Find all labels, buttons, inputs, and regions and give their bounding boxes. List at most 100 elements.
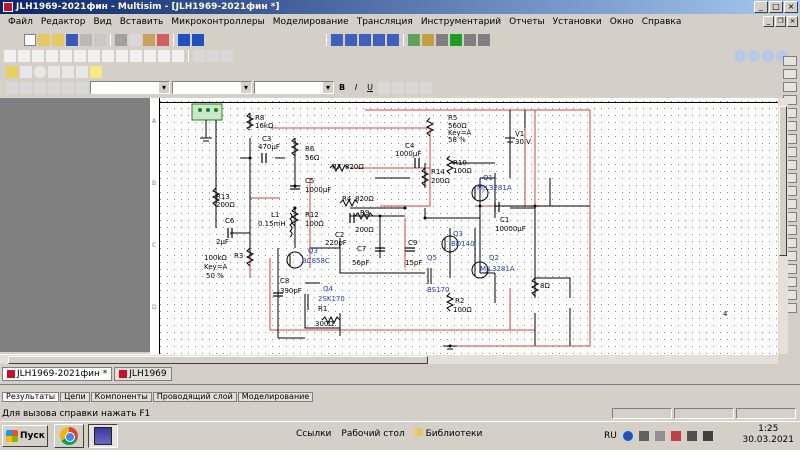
place-ttl-icon[interactable] <box>74 49 86 62</box>
tab-simulation[interactable]: Моделирование <box>237 392 314 402</box>
place-cmos-icon[interactable] <box>88 49 100 62</box>
menu-help[interactable]: Справка <box>641 17 682 27</box>
breadboard-icon[interactable] <box>373 33 385 46</box>
network-icon[interactable] <box>638 431 649 441</box>
tab-jlh1969-2021fin[interactable]: JLH1969-2021фин * <box>2 367 113 381</box>
grapher-icon[interactable] <box>331 33 343 46</box>
v1-battery-symbol[interactable] <box>505 137 515 143</box>
multisim-app-icon[interactable] <box>3 2 13 12</box>
capture-icon[interactable] <box>387 33 399 46</box>
menu-options[interactable]: Установки <box>552 17 602 27</box>
wattmeter-icon[interactable] <box>783 82 797 92</box>
multimeter-icon[interactable] <box>783 56 797 66</box>
format-icon-3[interactable] <box>34 81 46 94</box>
vertical-scrollbar[interactable] <box>778 98 788 354</box>
maximize-button[interactable]: □ <box>769 1 783 13</box>
menu-file[interactable]: Файл <box>8 17 33 27</box>
place-source-icon[interactable] <box>4 49 16 62</box>
tab-results[interactable]: Результаты <box>2 392 60 402</box>
delete-icon[interactable] <box>157 33 169 46</box>
menu-simulate[interactable]: Моделирование <box>272 17 349 27</box>
place-analog-icon[interactable] <box>60 49 72 62</box>
ellipse-tool-icon[interactable] <box>34 65 46 78</box>
menu-edit[interactable]: Редактор <box>40 17 86 27</box>
transistors[interactable] <box>286 184 489 310</box>
desktop-toolbar[interactable]: Рабочий стол <box>341 428 405 439</box>
l1-symbol[interactable] <box>289 212 293 238</box>
electrical-rules-icon[interactable] <box>359 33 371 46</box>
tab-components[interactable]: Компоненты <box>90 392 152 402</box>
line-tool-icon[interactable] <box>20 65 32 78</box>
language-indicator[interactable]: RU <box>604 431 617 441</box>
rectangle-tool-icon[interactable] <box>48 65 60 78</box>
wifi-icon[interactable] <box>702 431 713 441</box>
taskbar-multisim[interactable] <box>88 424 118 448</box>
security-icon[interactable] <box>670 431 681 441</box>
underline-icon[interactable]: U <box>367 82 373 92</box>
place-misc-icon[interactable] <box>144 49 156 62</box>
cut-icon[interactable] <box>115 33 127 46</box>
place-rf-icon[interactable] <box>158 49 170 62</box>
open-folder-icon[interactable] <box>38 33 50 46</box>
place-bus-icon[interactable] <box>207 49 219 62</box>
function-generator-icon[interactable] <box>783 69 797 79</box>
place-power-icon[interactable] <box>130 49 142 62</box>
mdi-minimize-button[interactable]: _ <box>763 16 774 27</box>
place-basic-icon[interactable] <box>18 49 30 62</box>
links-toolbar[interactable]: Ссылки <box>296 428 332 439</box>
new-file-icon[interactable] <box>24 33 36 46</box>
menu-window[interactable]: Окно <box>609 17 634 27</box>
layer-combo[interactable] <box>90 81 170 94</box>
tab-jlh1969[interactable]: JLH1969 <box>114 367 172 381</box>
minimize-button[interactable]: _ <box>754 1 768 13</box>
format-icon-6[interactable] <box>76 81 88 94</box>
place-hb-icon[interactable] <box>221 49 233 62</box>
menu-mcu[interactable]: Микроконтроллеры <box>171 17 265 27</box>
pause-simulation-icon[interactable] <box>464 33 476 46</box>
format-icon-5[interactable] <box>62 81 74 94</box>
component-wizard-icon[interactable] <box>408 33 420 46</box>
align-right-icon[interactable] <box>406 81 418 94</box>
taskbar-clock[interactable]: 1:25 30.03.2021 <box>742 424 794 446</box>
libraries-toolbar[interactable]: Библиотеки <box>414 428 482 439</box>
netlist-icon[interactable] <box>436 33 448 46</box>
tab-copper-layer[interactable]: Проводящий слой <box>152 392 237 402</box>
zoom-area-icon[interactable] <box>762 49 774 62</box>
format-icon-2[interactable] <box>20 81 32 94</box>
polygon-tool-icon[interactable] <box>76 65 88 78</box>
help-icon[interactable] <box>622 431 633 441</box>
database-icon[interactable] <box>422 33 434 46</box>
place-mixed-icon[interactable] <box>102 49 114 62</box>
align-left-icon[interactable] <box>378 81 390 94</box>
place-transistor-icon[interactable] <box>46 49 58 62</box>
postprocessor-icon[interactable] <box>345 33 357 46</box>
horizontal-scrollbar[interactable] <box>0 354 778 364</box>
stop-simulation-icon[interactable] <box>478 33 490 46</box>
mdi-restore-button[interactable]: ❐ <box>775 16 786 27</box>
place-electromech-icon[interactable] <box>172 49 184 62</box>
format-icon-4[interactable] <box>48 81 60 94</box>
close-button[interactable]: × <box>784 1 798 13</box>
print-icon[interactable] <box>80 33 92 46</box>
taskbar-chrome[interactable] <box>54 424 84 448</box>
input-connector[interactable] <box>191 103 223 139</box>
menu-insert[interactable]: Вставить <box>119 17 164 27</box>
run-simulation-icon[interactable] <box>450 33 462 46</box>
copy-icon[interactable] <box>129 33 141 46</box>
redo-icon[interactable] <box>192 33 204 46</box>
place-diode-icon[interactable] <box>32 49 44 62</box>
zoom-out-icon[interactable] <box>748 49 760 62</box>
align-center-icon[interactable] <box>392 81 404 94</box>
menu-view[interactable]: Вид <box>93 17 112 27</box>
print-preview-icon[interactable] <box>94 33 106 46</box>
paste-icon[interactable] <box>143 33 155 46</box>
format-icon-1[interactable] <box>6 81 18 94</box>
italic-icon[interactable]: I <box>354 82 358 92</box>
save-icon[interactable] <box>66 33 78 46</box>
bold-icon[interactable]: B <box>338 82 346 92</box>
menu-reports[interactable]: Отчеты <box>509 17 545 27</box>
font-size-combo[interactable] <box>254 81 334 94</box>
font-combo[interactable] <box>172 81 252 94</box>
menu-tools[interactable]: Инструментарий <box>420 17 502 27</box>
align-justify-icon[interactable] <box>420 81 432 94</box>
